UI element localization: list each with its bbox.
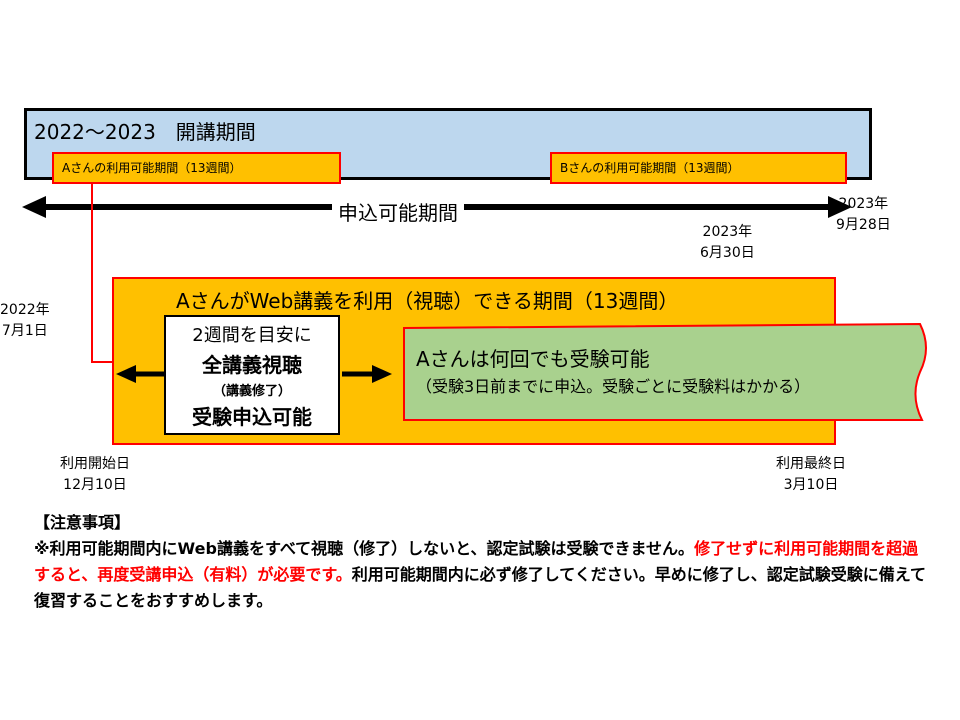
notice-text-warning: 修了せずに利用可能期間を超過すると、再度受講申込（有料）が必要です。	[34, 539, 919, 584]
apply-start-date: 2022年 7月1日	[0, 300, 50, 342]
notice-text-3: 利用可能期間内に必ず修了してください。早めに修了し、認定試験受験に備えて復習する…	[34, 565, 927, 610]
course-final-date-day: 9月28日	[836, 217, 891, 233]
exam-text-note: （受験3日前までに申込。受験ごとに受験料はかかる）	[416, 377, 811, 396]
exam-banner	[403, 322, 927, 421]
usage-end-label: 利用最終日	[776, 456, 846, 472]
usage-start-label: 利用開始日	[60, 456, 130, 472]
guide-line-4: 受験申込可能	[192, 405, 312, 429]
period-a-connector	[91, 184, 112, 363]
course-final-date: 2023年 9月28日	[836, 194, 891, 236]
guide-line-3: （講義修了）	[212, 384, 291, 399]
apply-start-date-day: 7月1日	[1, 323, 48, 339]
course-period-title: 2022～2023 開講期間	[34, 120, 256, 144]
notice-title: 【注意事項】	[34, 513, 131, 532]
usage-right-arrow-head	[372, 365, 392, 383]
apply-end-date: 2023年 6月30日	[700, 222, 755, 264]
usage-period-title: AさんがWeb講義を利用（視聴）できる期間（13週間）	[176, 289, 679, 313]
apply-end-date-day: 6月30日	[700, 245, 755, 261]
guide-line-1: 2週間を目安に	[192, 325, 312, 346]
usage-end-date: 利用最終日 3月10日	[776, 454, 846, 496]
usage-left-arrow-head	[116, 365, 136, 383]
guide-line-2: 全講義視聴	[202, 353, 302, 377]
apply-end-date-year: 2023年	[702, 224, 753, 240]
usage-start-date: 利用開始日 12月10日	[60, 454, 130, 496]
usage-end-day: 3月10日	[783, 477, 839, 493]
guide-box: 2週間を目安に 全講義視聴 （講義修了） 受験申込可能	[164, 315, 340, 435]
course-final-date-year: 2023年	[838, 196, 889, 212]
notice-text-1: ※利用可能期間内にWeb講義をすべて視聴（修了）しないと、認定試験は受験できませ…	[34, 539, 695, 558]
exam-text-main: Aさんは何回でも受験可能	[416, 347, 650, 371]
user-b-period-bar: Bさんの利用可能期間（13週間）	[550, 152, 847, 184]
usage-start-day: 12月10日	[63, 477, 127, 493]
apply-arrow-left-head	[22, 196, 46, 218]
apply-start-date-year: 2022年	[0, 302, 50, 318]
notice-section: 【注意事項】 ※利用可能期間内にWeb講義をすべて視聴（修了）しないと、認定試験…	[34, 510, 934, 614]
user-a-period-bar: Aさんの利用可能期間（13週間）	[52, 152, 341, 184]
apply-arrow-right-head	[828, 196, 852, 218]
apply-period-label: 申込可能期間	[332, 197, 464, 226]
